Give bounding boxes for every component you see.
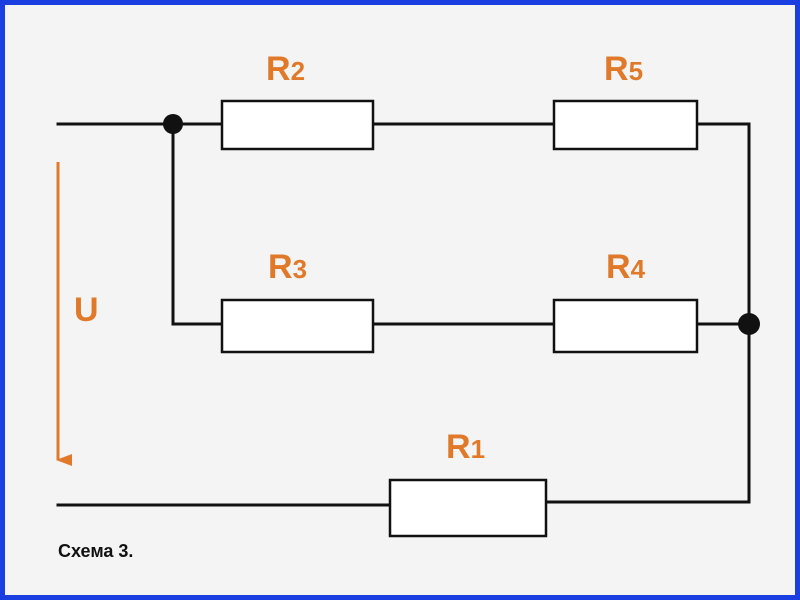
label-r4-letter: R bbox=[606, 248, 631, 286]
label-r5-letter: R bbox=[604, 50, 629, 88]
label-r1-letter: R bbox=[446, 428, 471, 466]
resistor-r3 bbox=[220, 298, 375, 354]
resistor-r4 bbox=[552, 298, 699, 354]
label-r1-index: 1 bbox=[471, 434, 485, 464]
label-r2-letter: R bbox=[266, 50, 291, 88]
label-r5: R5 bbox=[604, 50, 643, 88]
label-r3: R3 bbox=[268, 248, 307, 286]
label-r3-letter: R bbox=[268, 248, 293, 286]
label-r3-index: 3 bbox=[293, 254, 307, 284]
resistor-r5 bbox=[552, 99, 699, 151]
scheme-caption: Схема 3. bbox=[58, 541, 133, 561]
junction-node-left bbox=[163, 114, 183, 134]
voltage-label: U bbox=[74, 291, 99, 329]
label-r5-index: 5 bbox=[629, 56, 643, 86]
label-r4-index: 4 bbox=[631, 254, 646, 284]
label-r2: R2 bbox=[266, 50, 305, 88]
resistor-r2 bbox=[220, 99, 375, 151]
resistor-r1 bbox=[388, 478, 548, 538]
label-r4: R4 bbox=[606, 248, 646, 286]
label-r2-index: 2 bbox=[291, 56, 305, 86]
junction-node-right bbox=[738, 313, 760, 335]
label-r1: R1 bbox=[446, 428, 485, 466]
